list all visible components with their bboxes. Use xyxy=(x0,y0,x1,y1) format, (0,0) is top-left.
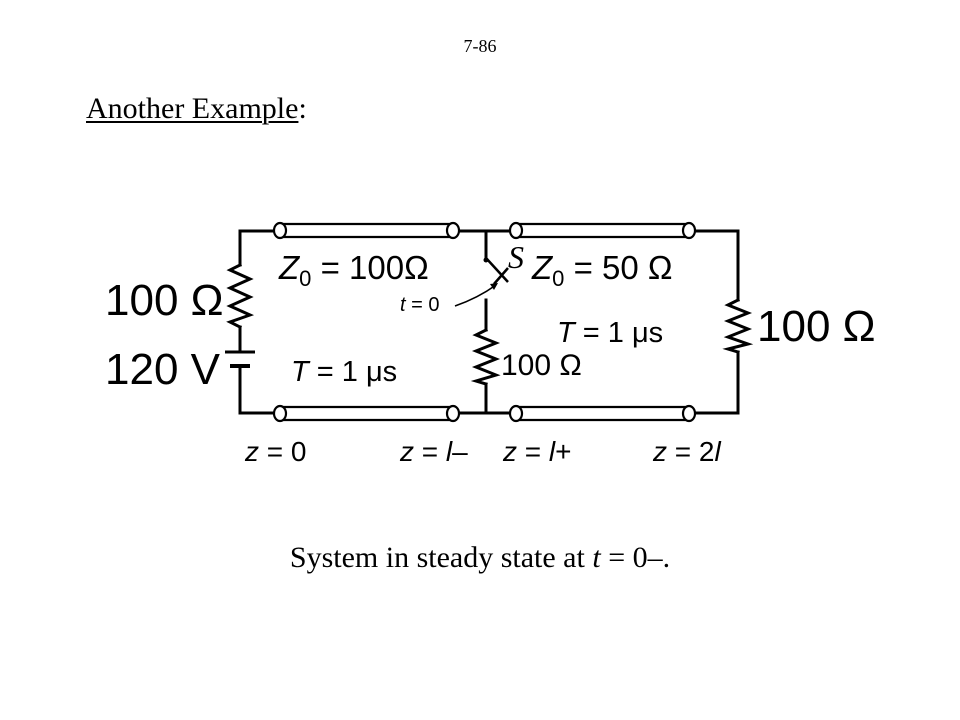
position-label-l-minus: z = l– xyxy=(399,436,468,467)
switch-label: S xyxy=(508,239,524,275)
mid-resistor-label: 100 Ω xyxy=(501,349,582,382)
tline2-bottom-conductor xyxy=(510,405,695,422)
caption-time-symbol: t xyxy=(592,541,601,574)
load-resistor-symbol xyxy=(722,297,754,354)
source-resistor-label: 100 Ω xyxy=(105,276,224,325)
line2-delay-label: T = 1 μs xyxy=(557,317,663,349)
position-label-2l: z = 2l xyxy=(652,436,721,467)
source-voltage-label: 120 V xyxy=(105,345,221,394)
tline1-bottom-conductor xyxy=(274,405,458,422)
switch-arrowhead xyxy=(490,283,498,290)
heading-text: Another Example xyxy=(86,92,299,125)
heading-colon: : xyxy=(298,92,307,125)
tline2-top-right-end xyxy=(681,221,697,240)
mid-resistor-symbol xyxy=(470,327,501,386)
tline1-top-conductor xyxy=(274,222,458,239)
tline2-top-conductor xyxy=(510,222,695,239)
switch-arrow xyxy=(454,284,497,307)
switch-symbol xyxy=(454,257,509,307)
position-label-l-plus: z = l+ xyxy=(502,436,572,467)
tline2-bottom-right-end xyxy=(681,404,697,423)
line2-impedance-label: Z0 = 50 Ω xyxy=(531,249,673,291)
caption-time-value: = 0–. xyxy=(600,541,671,574)
page-number: 7-86 xyxy=(463,36,497,56)
tline1-top-left-end xyxy=(272,221,288,240)
line1-delay-label: T = 1 μs xyxy=(291,356,397,388)
switch-time-label: t = 0 xyxy=(400,294,439,316)
tline1-top-right-end xyxy=(445,221,461,240)
transmission-line-2 xyxy=(508,221,697,423)
tline2-top-left-end xyxy=(508,221,524,240)
load-resistor-label: 100 Ω xyxy=(757,302,876,351)
caption: System in steady state at t = 0–. xyxy=(0,541,960,575)
battery-symbol xyxy=(225,350,255,382)
tline2-bottom-left-end xyxy=(508,404,524,423)
slide-heading: Another Example: xyxy=(86,92,307,126)
caption-text: System in steady state at xyxy=(289,541,593,574)
tline1-bottom-right-end xyxy=(445,404,461,423)
source-resistor-symbol xyxy=(226,262,255,330)
line1-impedance-label: Z0 = 100Ω xyxy=(278,249,429,291)
wires xyxy=(238,229,740,415)
position-label-z0: z = 0 xyxy=(244,436,306,467)
tline1-bottom-left-end xyxy=(272,404,288,423)
transmission-line-1 xyxy=(272,221,461,423)
